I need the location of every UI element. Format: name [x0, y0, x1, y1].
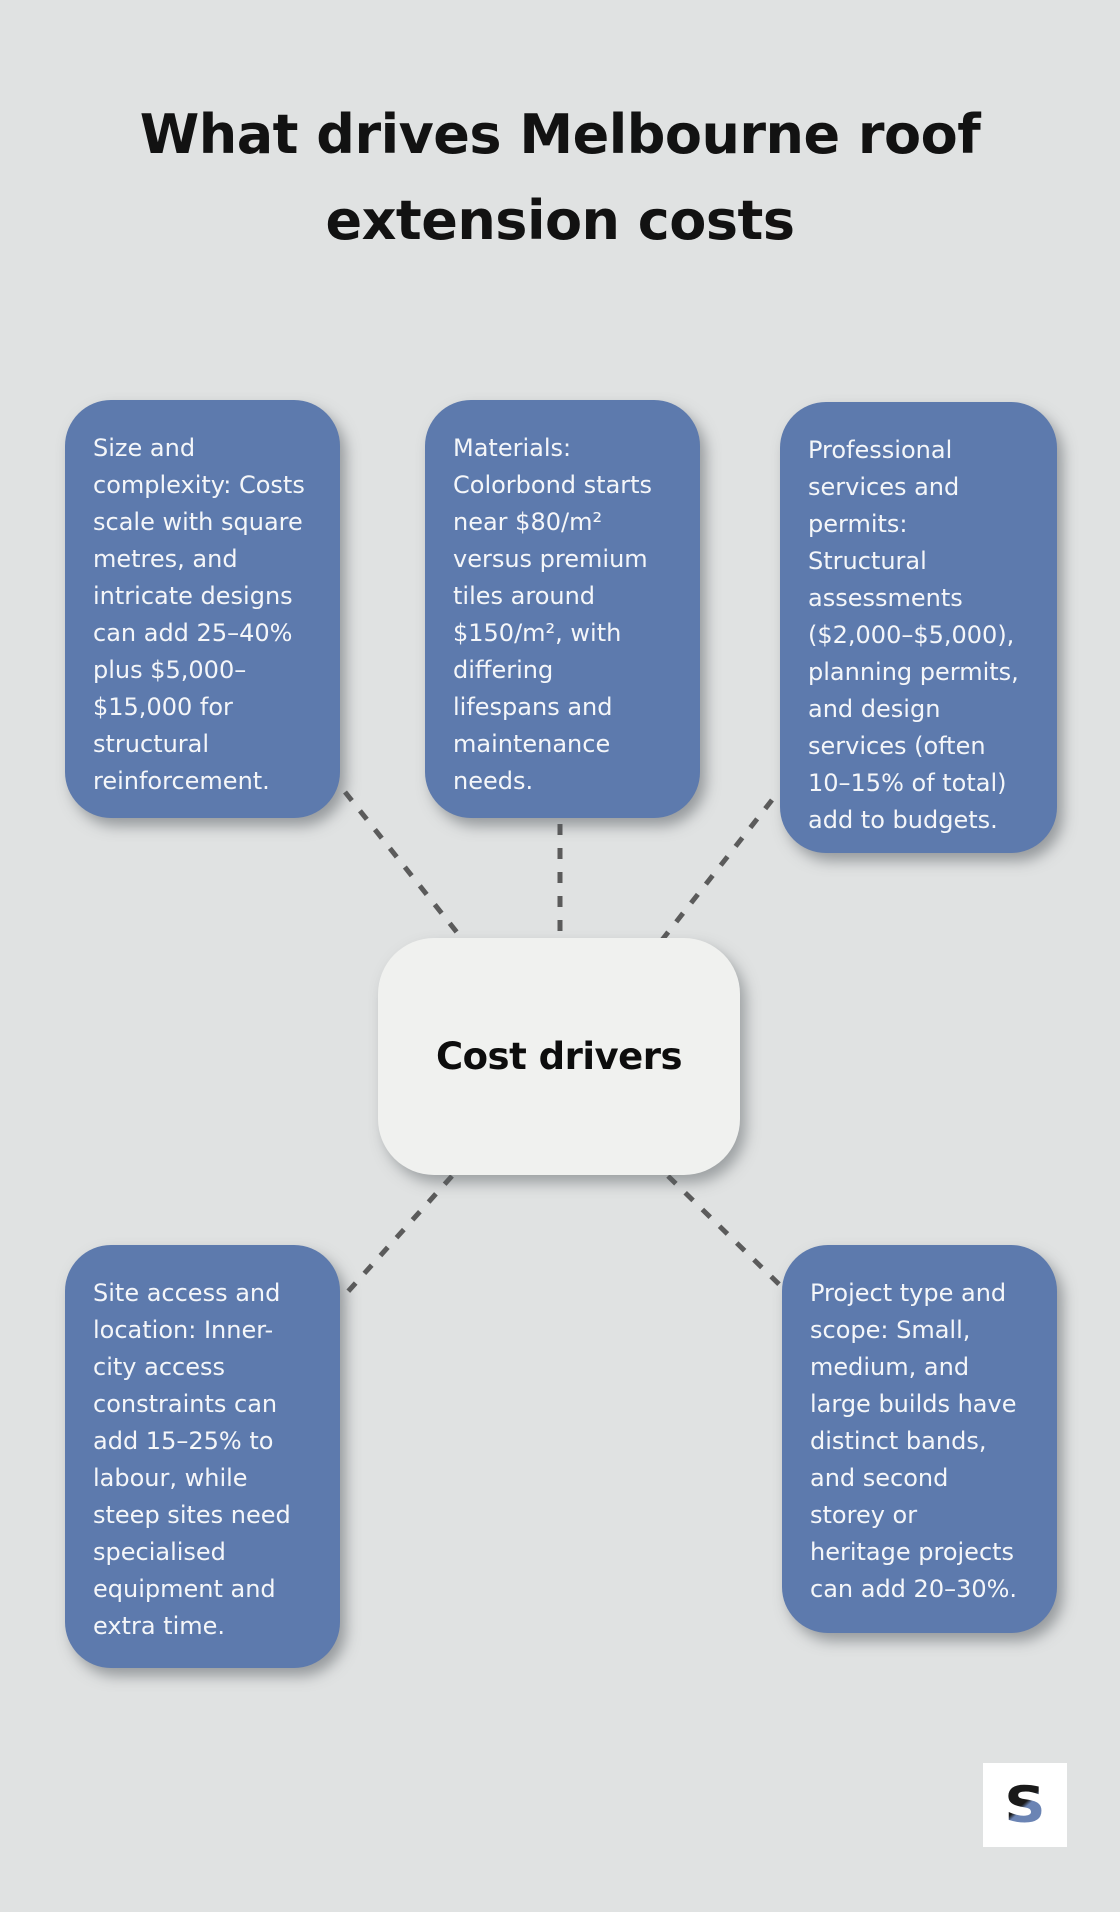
card-text: Site access and location: Inner- city ac… — [93, 1279, 291, 1640]
card-text: Project type and scope: Small, medium, a… — [810, 1279, 1018, 1603]
card-professional-services-permits: Professional services and permits: Struc… — [780, 402, 1057, 853]
card-size-and-complexity: Size and complexity: Costs scale with sq… — [65, 400, 340, 818]
card-project-type-scope: Project type and scope: Small, medium, a… — [782, 1245, 1057, 1633]
brand-logo: S — [983, 1763, 1067, 1847]
card-site-access-location: Site access and location: Inner- city ac… — [65, 1245, 340, 1668]
center-node: Cost drivers — [378, 938, 740, 1175]
connector-line-project-type — [666, 1174, 789, 1294]
connector-line-site-access — [342, 1174, 454, 1298]
connector-line-professional — [660, 798, 774, 942]
brand-logo-letter: S — [1004, 1776, 1046, 1834]
card-text: Professional services and permits: Struc… — [808, 436, 1019, 834]
center-node-label: Cost drivers — [435, 1035, 683, 1078]
card-text: Materials: Colorbond starts near $80/m² … — [453, 434, 653, 795]
card-text: Size and complexity: Costs scale with sq… — [93, 434, 305, 795]
card-materials: Materials: Colorbond starts near $80/m² … — [425, 400, 700, 818]
connector-line-size-complexity — [343, 790, 465, 942]
page-title: What drives Melbourne roof extension cos… — [139, 103, 981, 252]
